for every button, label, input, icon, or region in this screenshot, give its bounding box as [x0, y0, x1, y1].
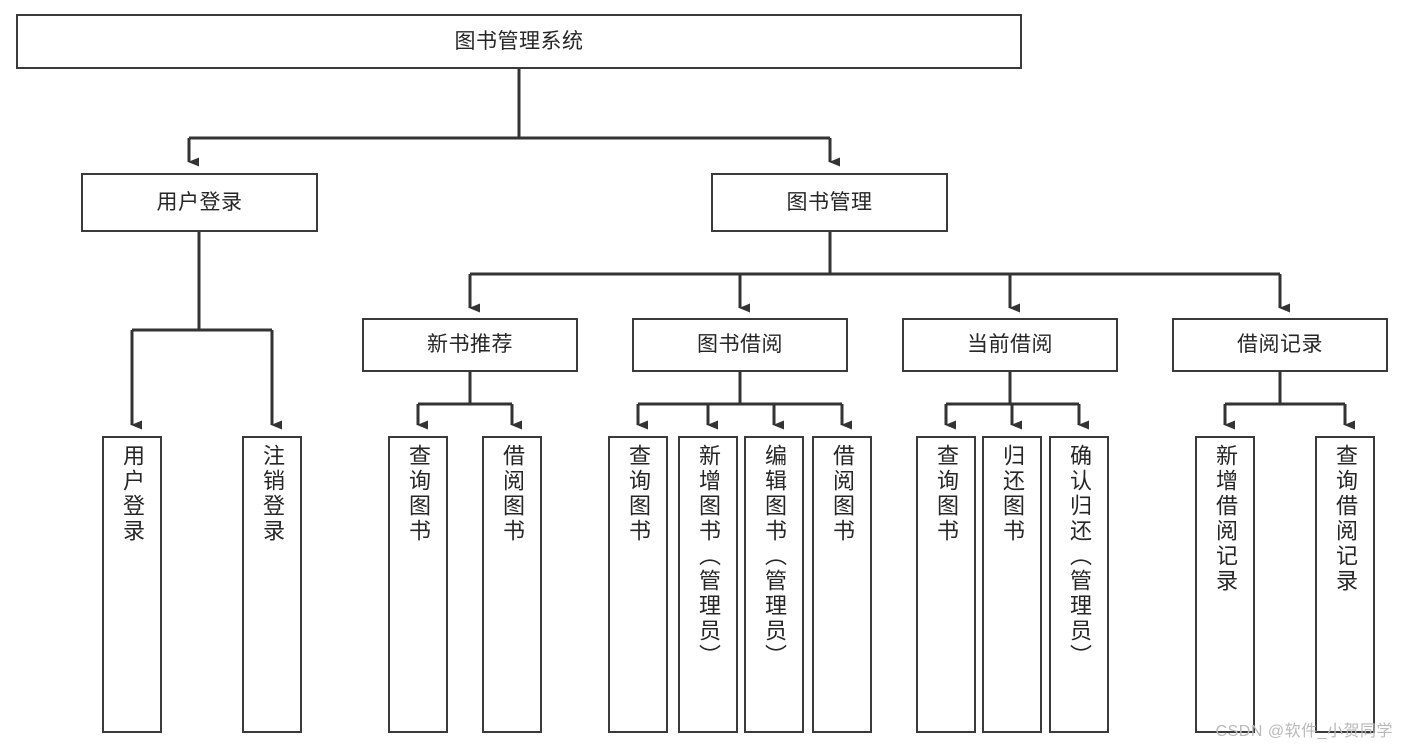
node-leaf-add-book-admin-label: 新增图书（管理员） [696, 444, 721, 669]
node-leaf-confirm-return-admin[interactable]: 确认归还（管理员） [1049, 436, 1109, 733]
node-user-login-label: 用户登录 [156, 190, 243, 214]
node-leaf-add-borrow-record[interactable]: 新增借阅记录 [1195, 436, 1255, 733]
node-leaf-confirm-return-admin-label: 确认归还（管理员） [1067, 444, 1092, 669]
node-book-borrow-label: 图书借阅 [697, 333, 783, 357]
node-leaf-logout-label: 注销登录 [260, 444, 285, 544]
node-leaf-edit-book-admin-label: 编辑图书（管理员） [762, 444, 787, 669]
node-leaf-query-book-2[interactable]: 查询图书 [608, 436, 668, 733]
node-current-borrow-label: 当前借阅 [967, 333, 1053, 357]
node-borrow-record[interactable]: 借阅记录 [1172, 318, 1388, 372]
node-leaf-add-borrow-record-label: 新增借阅记录 [1213, 444, 1238, 594]
node-leaf-user-login[interactable]: 用户登录 [102, 436, 162, 733]
node-leaf-user-login-label: 用户登录 [120, 444, 145, 544]
node-leaf-borrow-book-1[interactable]: 借阅图书 [482, 436, 542, 733]
node-leaf-return-book[interactable]: 归还图书 [982, 436, 1042, 733]
node-leaf-query-book-3[interactable]: 查询图书 [916, 436, 976, 733]
watermark-text: CSDN @软件_小贺同学 [1215, 723, 1393, 740]
node-root-label: 图书管理系统 [454, 29, 584, 53]
node-leaf-borrow-book-1-label: 借阅图书 [500, 444, 525, 544]
node-book-manage[interactable]: 图书管理 [711, 173, 948, 232]
node-leaf-add-book-admin[interactable]: 新增图书（管理员） [678, 436, 738, 733]
node-leaf-borrow-book-2-label: 借阅图书 [830, 444, 855, 544]
node-leaf-query-borrow-record[interactable]: 查询借阅记录 [1315, 436, 1375, 733]
node-leaf-query-book-3-label: 查询图书 [934, 444, 959, 544]
node-leaf-return-book-label: 归还图书 [1000, 444, 1025, 544]
node-leaf-query-borrow-record-label: 查询借阅记录 [1333, 444, 1358, 594]
node-leaf-query-book-2-label: 查询图书 [626, 444, 651, 544]
node-leaf-logout[interactable]: 注销登录 [242, 436, 302, 733]
node-user-login[interactable]: 用户登录 [81, 173, 318, 232]
node-leaf-borrow-book-2[interactable]: 借阅图书 [812, 436, 872, 733]
node-leaf-query-book-1[interactable]: 查询图书 [388, 436, 448, 733]
node-new-book-recommend[interactable]: 新书推荐 [362, 318, 578, 372]
node-book-manage-label: 图书管理 [786, 190, 873, 214]
node-leaf-query-book-1-label: 查询图书 [406, 444, 431, 544]
node-root[interactable]: 图书管理系统 [16, 14, 1022, 69]
node-new-book-recommend-label: 新书推荐 [427, 333, 513, 357]
node-book-borrow[interactable]: 图书借阅 [632, 318, 848, 372]
node-borrow-record-label: 借阅记录 [1237, 333, 1323, 357]
node-current-borrow[interactable]: 当前借阅 [902, 318, 1118, 372]
node-leaf-edit-book-admin[interactable]: 编辑图书（管理员） [744, 436, 804, 733]
